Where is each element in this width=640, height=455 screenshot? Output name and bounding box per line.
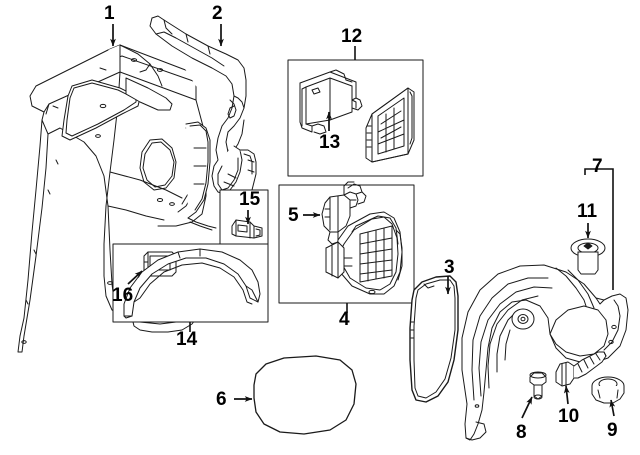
part-air-extractor-grille (365, 87, 415, 163)
callout-label-5[interactable]: 5 (288, 205, 299, 226)
part-flange-nut (591, 376, 625, 404)
callout-label-8[interactable]: 8 (516, 422, 527, 443)
part-quarter-panel (17, 44, 217, 353)
part-pressure-relief-vent (325, 211, 403, 295)
callout-label-14[interactable]: 14 (176, 329, 198, 350)
part-wheelhouse-liner (461, 264, 629, 441)
part-tapping-screw (555, 351, 607, 387)
callout-label-4[interactable]: 4 (339, 309, 350, 330)
leader-16 (127, 270, 143, 285)
leader-8 (521, 396, 533, 419)
part-grommet (570, 238, 606, 275)
callout-label-13[interactable]: 13 (319, 132, 341, 153)
callout-label-9[interactable]: 9 (607, 420, 618, 441)
callout-label-10[interactable]: 10 (558, 406, 580, 427)
leader-7-bracket (584, 168, 614, 290)
callout-label-11[interactable]: 11 (577, 201, 598, 222)
part-fuel-door-actuator (321, 181, 367, 245)
leader-9 (609, 399, 616, 417)
part-wheel-opening-molding (123, 248, 261, 319)
part-fuel-filler-door (253, 355, 357, 435)
part-push-rivet (529, 371, 547, 400)
callout-label-1[interactable]: 1 (104, 3, 115, 24)
callout-label-12[interactable]: 12 (341, 26, 363, 47)
part-access-hole-cover (409, 275, 459, 403)
leader-10 (563, 385, 570, 405)
callout-label-7[interactable]: 7 (592, 156, 603, 177)
part-molding-clip (231, 219, 263, 239)
callout-label-16[interactable]: 16 (112, 285, 134, 306)
part-quarter-inner-panel (149, 15, 257, 221)
callout-label-2[interactable]: 2 (212, 3, 223, 24)
callout-label-15[interactable]: 15 (239, 189, 261, 210)
callout-label-6[interactable]: 6 (216, 389, 227, 410)
callout-label-3[interactable]: 3 (444, 257, 455, 278)
